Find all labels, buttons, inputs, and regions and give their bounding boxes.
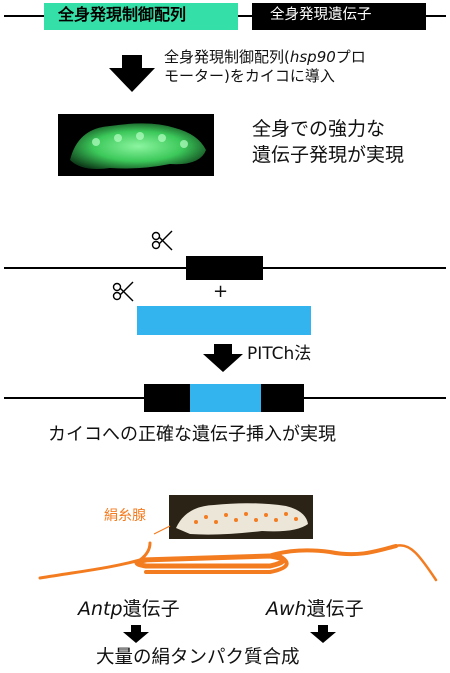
scissors-icon bbox=[151, 230, 173, 251]
down-arrow-icon bbox=[109, 55, 155, 92]
silk-protein-result: 大量の絹タンパク質合成 bbox=[96, 647, 300, 668]
awh-gene-label: Awh遺伝子 bbox=[266, 598, 364, 620]
silk-gland-illustration bbox=[38, 541, 438, 582]
insert-fragment-box bbox=[137, 306, 311, 335]
insertion-result: カイコへの正確な遺伝子挿入が実現 bbox=[48, 424, 336, 445]
down-arrow-icon bbox=[123, 625, 149, 643]
promoter-box bbox=[44, 3, 238, 30]
method-label: PITCh法 bbox=[247, 344, 312, 364]
step1-description: 全身発現制御配列(hsp90プロ モーター)をカイコに導入 bbox=[164, 48, 366, 85]
inserted-gene-box bbox=[190, 384, 261, 412]
target-gene-box bbox=[186, 256, 263, 280]
down-arrow-icon bbox=[203, 344, 243, 372]
down-arrow-icon bbox=[310, 625, 336, 643]
promoter-label: 全身発現制御配列 bbox=[58, 5, 187, 24]
gene-label: 全身発現遺伝子 bbox=[270, 7, 372, 23]
step1-result: 全身での強力な 遺伝子発現が実現 bbox=[252, 118, 405, 166]
silk-gland-label: 絹糸腺 bbox=[104, 508, 146, 524]
gene-box bbox=[252, 3, 426, 30]
left-flank-box bbox=[144, 384, 190, 412]
gland-pointer-line bbox=[153, 525, 171, 535]
right-flank-box bbox=[261, 384, 304, 412]
scissors-icon bbox=[112, 281, 134, 302]
silkworm-photo-body bbox=[176, 503, 308, 535]
silkworm-image bbox=[70, 123, 206, 169]
silk-gland-dots bbox=[194, 512, 298, 524]
plus-sign: + bbox=[213, 281, 229, 302]
antp-gene-label: Antp遺伝子 bbox=[78, 598, 180, 620]
